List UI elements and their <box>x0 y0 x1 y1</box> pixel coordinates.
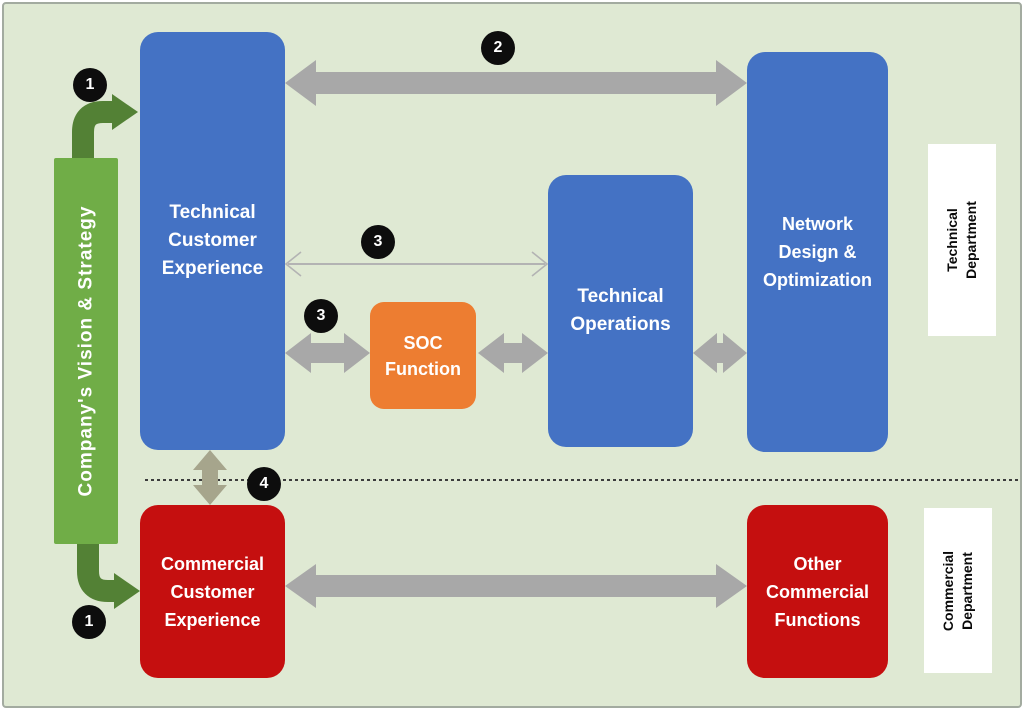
technical-department-label: Technical Department <box>944 201 980 279</box>
arrow-techops-ndo <box>693 333 747 373</box>
arrow-soc-techops <box>478 333 548 373</box>
box-technical-customer-experience-label: Technical Customer Experience <box>161 202 264 279</box>
badge-3-upper: 3 <box>361 225 395 259</box>
box-network-design-optimization: Network Design & Optimization <box>747 52 888 452</box>
vision-strategy-label: Company's Vision & Strategy <box>75 205 96 497</box>
arrow-tce-ndo <box>285 60 747 106</box>
box-soc-function-label: SOC Function <box>385 332 461 379</box>
arrow-tce-soc <box>285 333 370 373</box>
arrow-vision-to-tce-head <box>112 94 138 130</box>
arrow-vision-to-cce-head <box>114 573 140 609</box>
badge-4: 4 <box>247 467 281 501</box>
box-other-commercial-functions-label: Other Commercial Functions <box>765 553 870 630</box>
technical-department-label-box: Technical Department <box>928 144 996 336</box>
box-technical-customer-experience: Technical Customer Experience <box>140 32 285 450</box>
badge-1-bottom: 1 <box>72 605 106 639</box>
box-technical-operations: Technical Operations <box>548 175 693 447</box>
box-network-design-optimization-label: Network Design & Optimization <box>763 214 872 290</box>
box-soc-function: SOC Function <box>370 302 476 409</box>
commercial-department-label-box: Commercial Department <box>924 508 992 673</box>
arrow-vision-to-tce-shaft <box>72 101 113 170</box>
arrow-vision-to-cce-shaft <box>77 538 115 602</box>
badge-1-top: 1 <box>73 68 107 102</box>
arrow-tce-techops-right-chevron <box>531 251 549 277</box>
box-commercial-customer-experience: Commercial Customer Experience <box>140 505 285 678</box>
badge-2: 2 <box>481 31 515 65</box>
box-technical-operations-label: Technical Operations <box>570 286 671 335</box>
badge-3-lower: 3 <box>304 299 338 333</box>
arrow-tce-cce <box>193 450 227 505</box>
box-commercial-customer-experience-label: Commercial Customer Experience <box>160 553 265 630</box>
vision-strategy-bar: Company's Vision & Strategy <box>54 158 118 544</box>
department-divider-dotted-line <box>145 479 1018 481</box>
arrow-tce-techops-left-chevron <box>284 251 302 277</box>
commercial-department-label: Commercial Department <box>940 550 975 631</box>
arrow-cce-ocf <box>285 564 747 608</box>
box-other-commercial-functions: Other Commercial Functions <box>747 505 888 678</box>
